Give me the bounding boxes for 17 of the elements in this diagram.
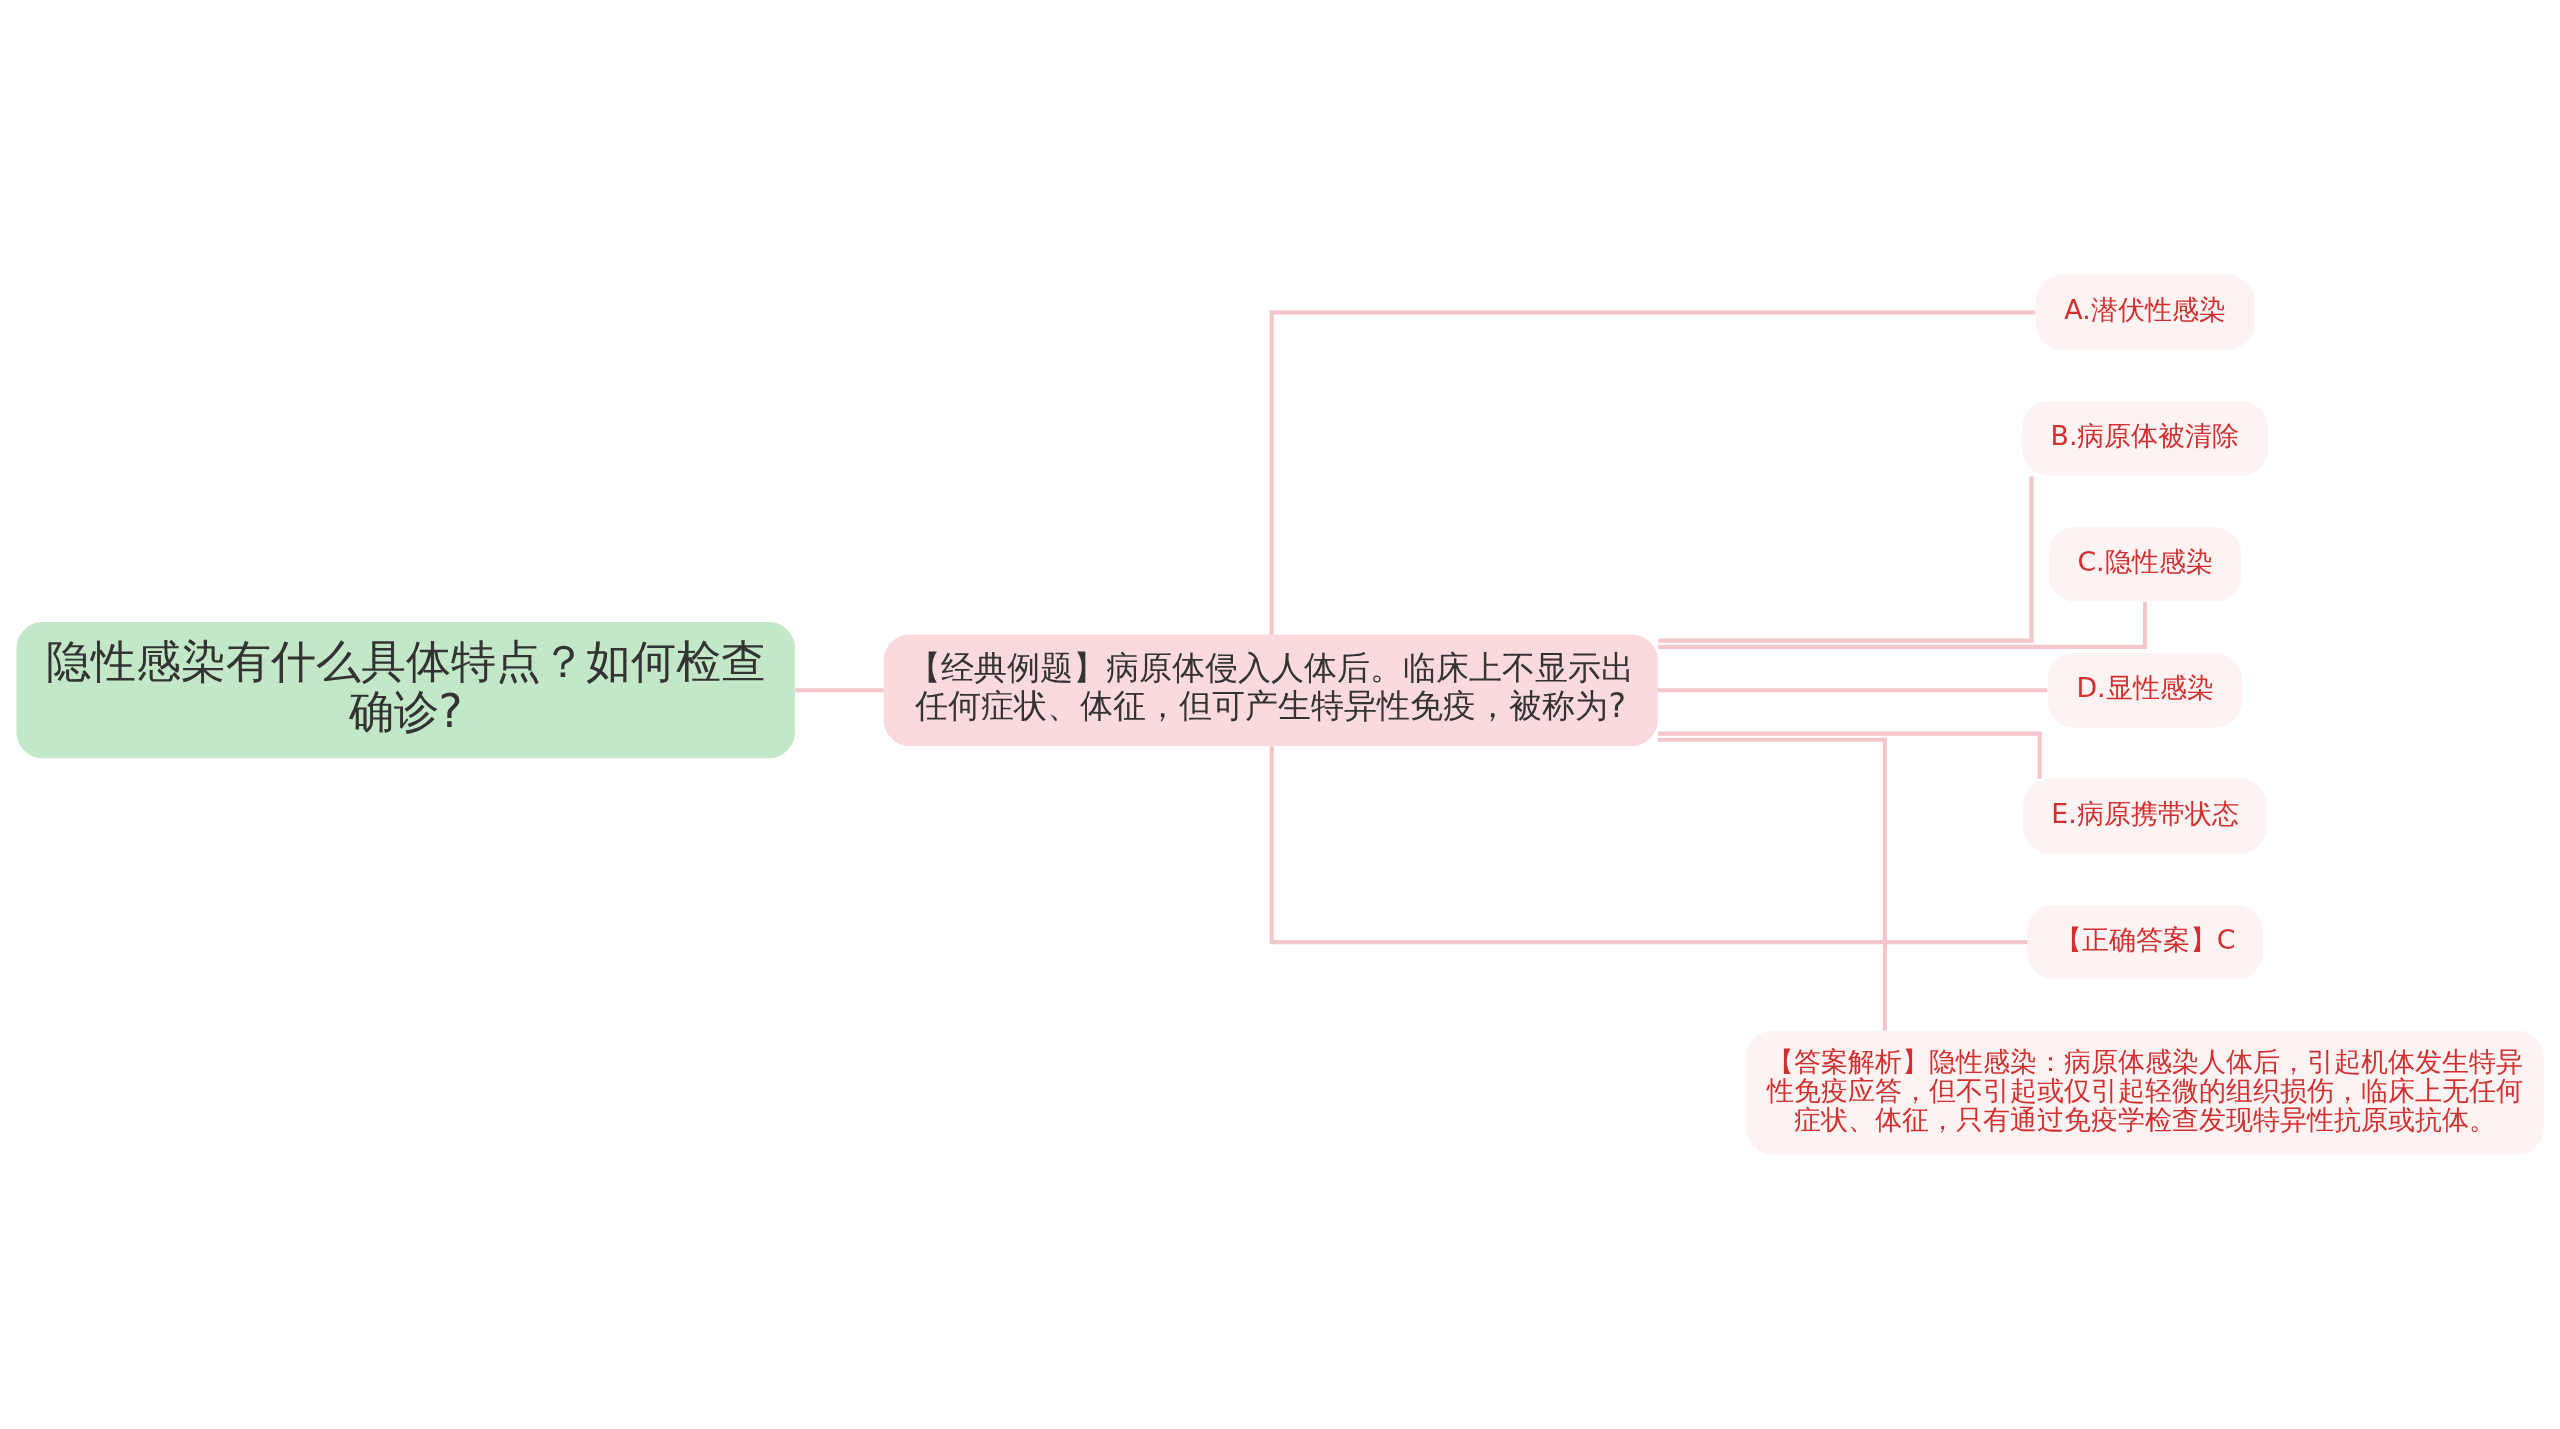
connector: [1658, 475, 2034, 643]
node-box: 隐性感染有什么具体特点？如何检查确诊?: [16, 621, 795, 758]
connector: [1269, 309, 2036, 634]
connector: [1658, 731, 2042, 779]
node-box: B.病原体被清除: [2022, 400, 2268, 475]
connector: [1658, 687, 2048, 692]
connector: [1657, 737, 1887, 1030]
connector: [1269, 745, 2028, 944]
node-box: 【答案解析】隐性感染：病原体感染人体后，引起机体发生特异性免疫应答，但不引起或仅引起轻微的组织损伤，临床上无任何症状、体征，只有通过免疫学检查发现特异性抗原或抗体。: [1746, 1030, 2544, 1155]
connector: [1658, 601, 2148, 649]
node-box: 【经典例题】病原体侵入人体后。临床上不显示出任何症状、体征，但可产生特异性免疫，被称为?: [883, 634, 1658, 746]
node-box: C.隐性感染: [2049, 526, 2242, 601]
node-box: 【正确答案】C: [2027, 904, 2263, 979]
node-box: E.病原携带状态: [2023, 778, 2267, 853]
node-box: D.显性感染: [2048, 652, 2243, 727]
node-box: A.潜伏性感染: [2035, 274, 2255, 350]
connector: [795, 687, 884, 692]
